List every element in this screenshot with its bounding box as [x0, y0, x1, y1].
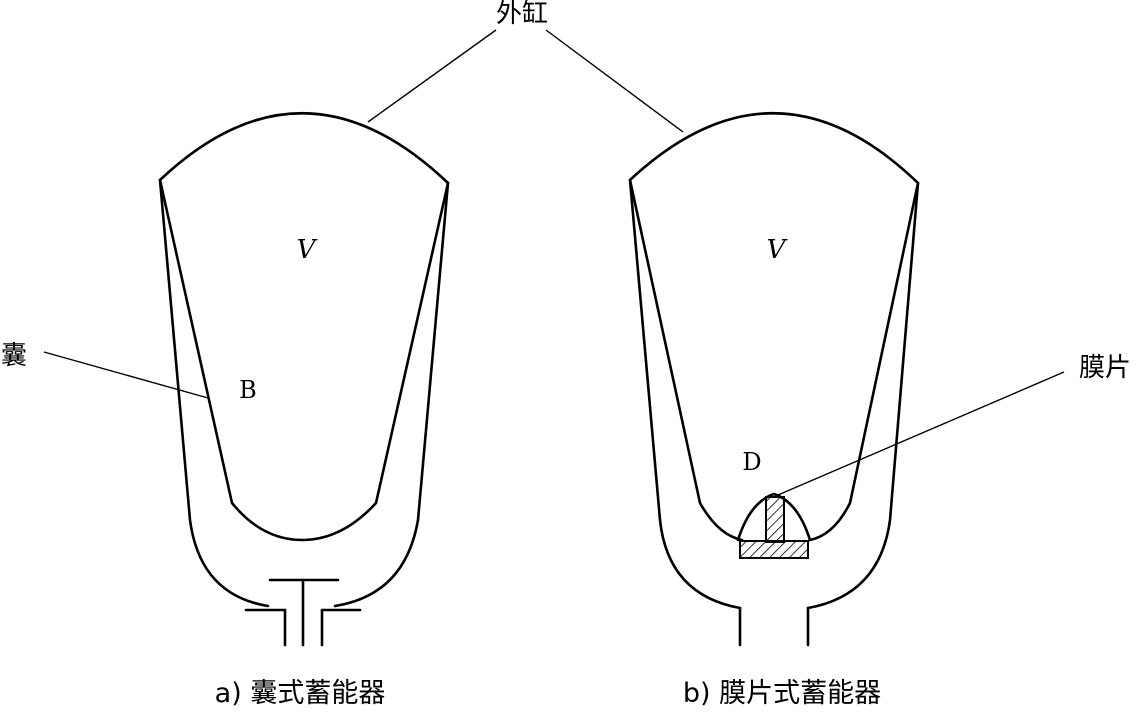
diaphragm-membrane	[628, 178, 920, 542]
diaphragm-accumulator	[545, 29, 1065, 647]
outer-shell-a	[158, 112, 450, 608]
caption-a: a) 囊式蓄能器	[215, 678, 386, 709]
poppet-valve	[244, 578, 362, 647]
diaphragm-plug	[736, 492, 812, 559]
bladder-accumulator	[43, 29, 497, 647]
label-volume-a: V	[297, 235, 318, 265]
leader-diaphragm	[777, 371, 1065, 496]
leader-outer-b	[545, 29, 684, 133]
leader-bladder	[43, 351, 209, 399]
outer-shell-b	[628, 112, 920, 610]
label-outer-cylinder: 外缸	[496, 0, 548, 29]
label-bladder: 囊	[1, 341, 27, 371]
label-volume-b: V	[767, 235, 788, 265]
label-bladder-mark: B	[239, 376, 257, 404]
bladder	[158, 178, 450, 542]
leader-outer-a	[367, 29, 497, 123]
label-diaphragm: 膜片	[1079, 353, 1131, 383]
caption-b: b) 膜片式蓄能器	[683, 678, 881, 709]
label-diaphragm-mark: D	[742, 448, 761, 476]
